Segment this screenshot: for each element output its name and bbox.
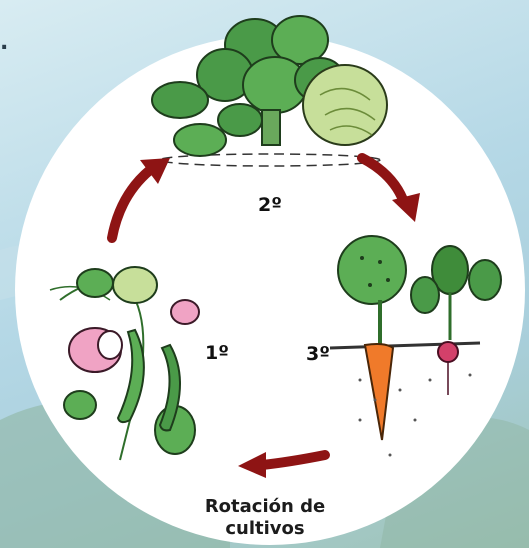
caption-line-1: Rotación de xyxy=(150,496,380,518)
cabbage-lettuce-icon xyxy=(152,16,387,166)
diagram-caption: Rotación de cultivos xyxy=(150,496,380,540)
step-label-first: 1º xyxy=(205,342,229,364)
caption-line-2: cultivos xyxy=(150,518,380,540)
step-label-second: 2º xyxy=(258,194,282,216)
step-label-third: 3º xyxy=(306,343,330,365)
